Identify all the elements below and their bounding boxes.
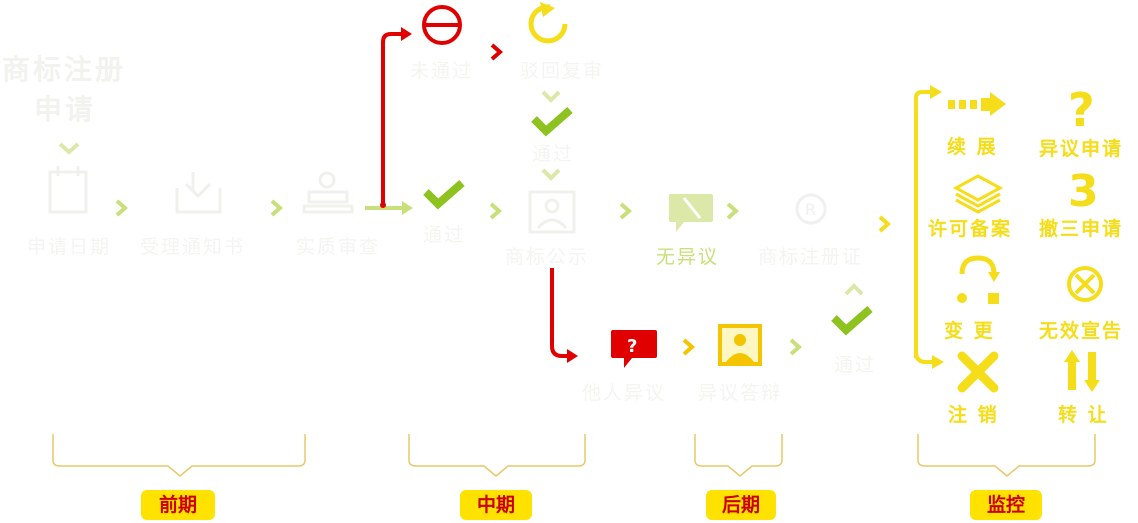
- phase-brace-late: [694, 434, 783, 477]
- label-review-passed: 通过: [532, 143, 575, 165]
- chevron-right-icon: [619, 202, 633, 220]
- monitor-connector-arrow-top: [930, 85, 942, 99]
- label-not-passed: 未通过: [410, 60, 474, 82]
- red-branch-down-line: [550, 268, 568, 358]
- chevron-down-icon: [58, 142, 80, 155]
- change-arrow-icon: [957, 255, 1000, 304]
- chevron-right-icon: [878, 215, 892, 233]
- cross-icon: [957, 351, 999, 393]
- registered-mark-icon: R: [795, 193, 827, 225]
- label-invalidation: 无效宣告: [1039, 320, 1124, 342]
- chevron-right-icon: [489, 202, 503, 220]
- phase-badge-middle: 中期: [460, 490, 532, 520]
- circle-x-icon: [1067, 266, 1103, 302]
- label-renewal: 续 展: [947, 136, 998, 158]
- phase-badge-early: 前期: [141, 490, 215, 520]
- phase-brace-middle: [408, 434, 586, 477]
- label-trademark-publication: 商标公示: [505, 246, 590, 268]
- chevron-down-icon: [541, 168, 561, 181]
- phase-badge-monitor: 监控: [970, 490, 1042, 520]
- monitor-connector-arrow-bottom: [932, 355, 944, 369]
- svg-text:?: ?: [627, 336, 637, 357]
- chevron-down-icon: [541, 90, 561, 103]
- chevron-right-icon: [270, 199, 284, 217]
- svg-text:R: R: [805, 200, 816, 219]
- chevron-right-icon: [682, 338, 696, 356]
- phase-brace-early: [52, 434, 306, 477]
- calendar-icon: [48, 166, 88, 214]
- chevron-right-icon: [789, 338, 803, 356]
- label-application-date: 申请日期: [27, 236, 112, 258]
- stamp-icon: [302, 171, 354, 214]
- label-opposition-reply: 异议答辩: [698, 382, 783, 404]
- label-transfer: 转 让: [1058, 404, 1109, 426]
- label-rejection-review: 驳回复审: [520, 60, 605, 82]
- question-bubble-icon: ?: [611, 330, 657, 368]
- red-branch-up-line: [381, 32, 402, 205]
- label-license-filing: 许可备案: [928, 218, 1013, 240]
- flow-arrow-head: [402, 201, 413, 215]
- number-three-icon: 3: [1068, 166, 1099, 217]
- download-icon: [175, 172, 222, 214]
- chevron-right-icon: [490, 43, 504, 61]
- question-mark-icon: ?: [1068, 83, 1095, 137]
- label-opposition-application: 异议申请: [1039, 138, 1124, 160]
- reply-portrait-icon: [718, 324, 762, 366]
- prohibited-icon: [422, 5, 462, 45]
- label-substantive-exam: 实质审查: [296, 236, 381, 258]
- chevron-right-icon: [115, 199, 129, 217]
- red-branch-down-arrowhead: [567, 349, 578, 363]
- diagram-title-line2: 申请: [34, 93, 97, 126]
- label-acceptance-notice: 受理通知书: [140, 236, 246, 258]
- check-icon: [531, 106, 573, 137]
- check-icon: [423, 179, 465, 210]
- phase-badge-late: 后期: [706, 490, 776, 520]
- layers-icon: [952, 174, 1004, 214]
- label-exam-passed: 通过: [423, 224, 466, 246]
- label-final-passed: 通过: [834, 354, 877, 376]
- label-third-party-opposition: 他人异议: [582, 382, 667, 404]
- label-no-objection: 无异议: [656, 246, 720, 268]
- check-icon: [831, 305, 873, 336]
- phase-brace-monitor: [917, 434, 1096, 477]
- monitor-connector-line: [914, 90, 932, 358]
- refresh-icon: [528, 2, 568, 44]
- speech-bubble-icon: [669, 194, 713, 232]
- diagram-title-line1: 商标注册: [2, 53, 127, 86]
- transfer-arrows-icon: [1064, 350, 1100, 392]
- label-change: 变 更: [944, 320, 995, 342]
- label-three-year-revocation: 撤三申请: [1039, 218, 1124, 240]
- label-cancellation: 注 销: [948, 404, 999, 426]
- red-branch-up-arrowhead: [401, 27, 412, 41]
- chevron-right-icon: [726, 202, 740, 220]
- chevron-up-icon: [844, 283, 864, 296]
- label-registration-certificate: 商标注册证: [758, 246, 864, 268]
- dotted-arrow-icon: [948, 92, 1006, 116]
- portrait-icon: [528, 190, 576, 234]
